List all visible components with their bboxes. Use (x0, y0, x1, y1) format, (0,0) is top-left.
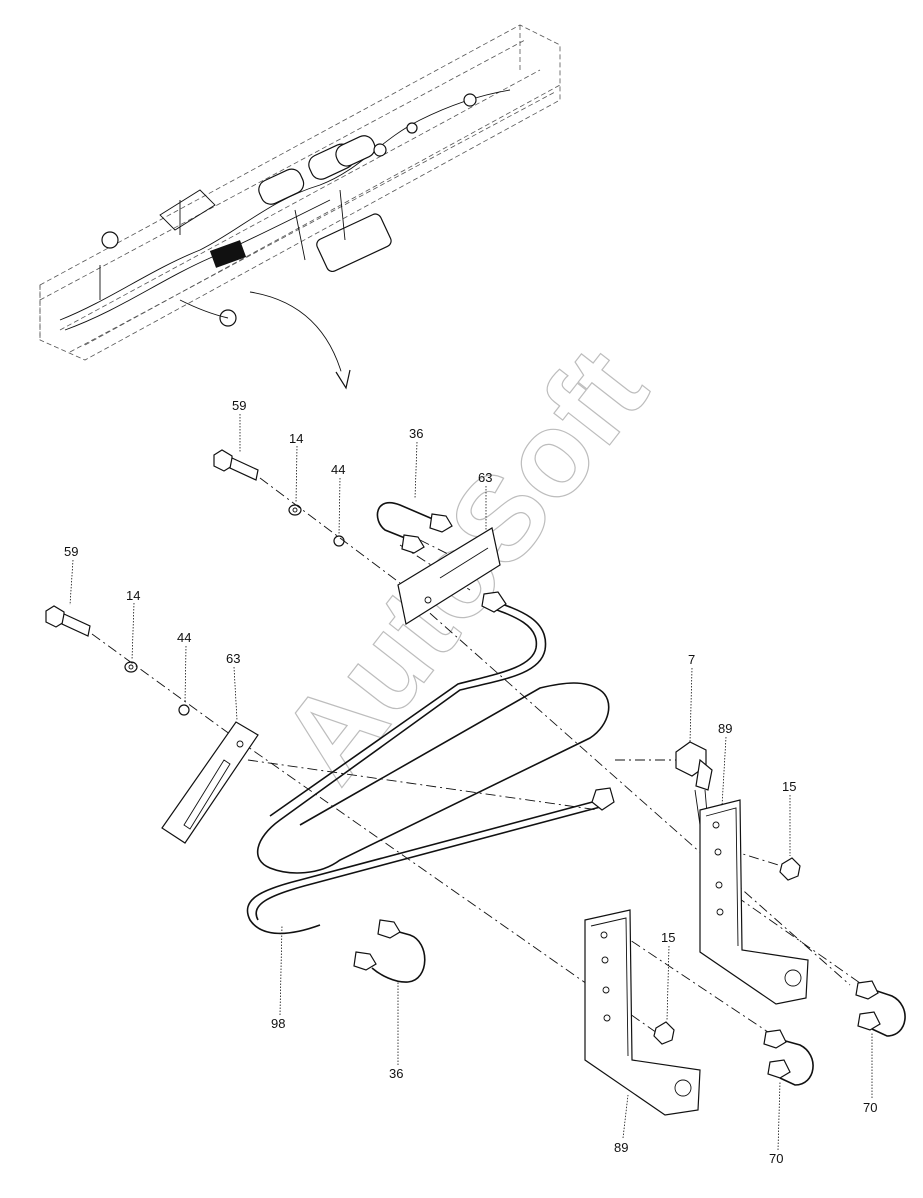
callout-59-upper: 59 (232, 398, 246, 413)
callout-44-upper: 44 (331, 462, 345, 477)
washer-14-upper (288, 504, 302, 516)
hose-coil-98 (246, 591, 615, 935)
callout-89-lower: 89 (614, 1140, 628, 1155)
nut-44-upper (333, 535, 345, 547)
callout-14-lower: 14 (126, 588, 140, 603)
u-bolt-36-upper (376, 502, 453, 554)
callout-36-upper: 36 (409, 426, 423, 441)
u-bolt-36-lower (353, 919, 426, 983)
bolt-59-lower (45, 605, 91, 637)
callout-14-upper: 14 (289, 431, 303, 446)
u-bolt-70-right (855, 980, 906, 1037)
callout-labels: 59 14 44 36 63 59 14 44 63 7 89 15 15 98… (64, 398, 877, 1166)
callout-59-lower: 59 (64, 544, 78, 559)
callout-98: 98 (271, 1016, 285, 1031)
bolt-59-upper (213, 449, 259, 481)
callout-15-upper: 15 (782, 779, 796, 794)
callout-89-upper: 89 (718, 721, 732, 736)
callout-7: 7 (688, 652, 695, 667)
plate-63-lower (161, 721, 259, 844)
callout-70-right: 70 (863, 1100, 877, 1115)
curved-arrow (249, 291, 351, 390)
u-bolt-70-center (763, 1029, 814, 1086)
nut-44-lower (178, 704, 190, 716)
bracket-89-lower (584, 909, 701, 1116)
bracket-89-upper (699, 799, 809, 1005)
callout-63-lower: 63 (226, 651, 240, 666)
callout-36-lower: 36 (389, 1066, 403, 1081)
nut-15-lower (653, 1021, 675, 1045)
callout-70-center: 70 (769, 1151, 783, 1166)
chassis-overview (39, 24, 561, 361)
callout-63-upper: 63 (478, 470, 492, 485)
nut-15-upper (779, 857, 801, 881)
plate-63-upper (397, 527, 501, 625)
leader-lines (69, 414, 873, 1151)
callout-44-lower: 44 (177, 630, 191, 645)
callout-15-lower: 15 (661, 930, 675, 945)
washer-14-lower (124, 661, 138, 673)
